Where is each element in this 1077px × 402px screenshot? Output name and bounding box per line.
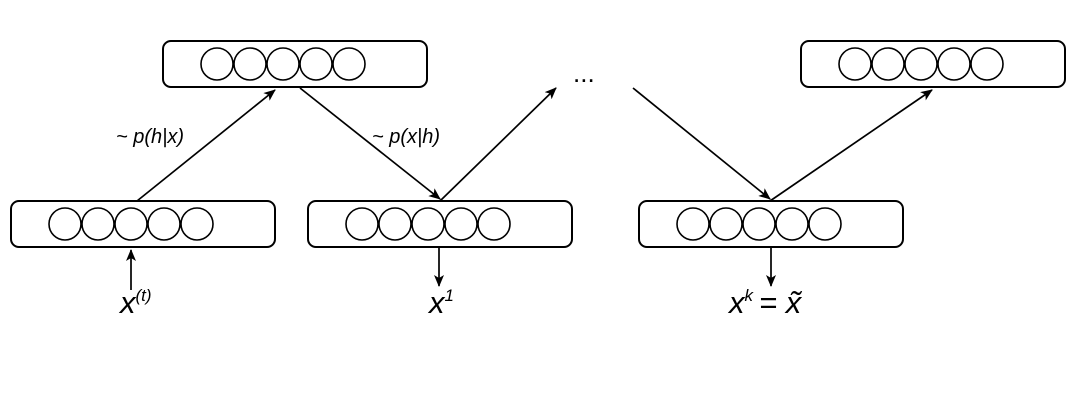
unit-circle bbox=[775, 207, 809, 241]
arrow-xk-to-hk bbox=[769, 89, 933, 202]
unit-circle bbox=[114, 207, 148, 241]
unit-circle bbox=[444, 207, 478, 241]
input-base: x bbox=[118, 285, 137, 320]
unit-circle bbox=[676, 207, 710, 241]
unit-circle bbox=[904, 47, 938, 81]
unit-circle bbox=[378, 207, 412, 241]
label-sample-h: ~ p(h|x) bbox=[116, 126, 184, 148]
unit-circle bbox=[709, 207, 743, 241]
unit-circle bbox=[299, 47, 333, 81]
unit-circle bbox=[345, 207, 379, 241]
unit-circle bbox=[48, 207, 82, 241]
label-xk: xk= x̃ bbox=[727, 285, 803, 320]
stepk-rhs: = x̃ bbox=[759, 285, 803, 320]
unit-circle bbox=[180, 207, 214, 241]
unit-circle bbox=[937, 47, 971, 81]
unit-circle bbox=[808, 207, 842, 241]
arrow-x1-to-next bbox=[439, 87, 557, 202]
unit-circle bbox=[742, 207, 776, 241]
label-x1: x1 bbox=[427, 285, 454, 320]
input-sup: (t) bbox=[136, 286, 152, 305]
layer-units bbox=[48, 47, 1004, 241]
arrow-h1-to-x1 bbox=[299, 87, 441, 200]
arrow-prev-to-xk bbox=[632, 87, 771, 200]
unit-circle bbox=[233, 47, 267, 81]
unit-circle bbox=[266, 47, 300, 81]
unit-circle bbox=[332, 47, 366, 81]
unit-circle bbox=[200, 47, 234, 81]
unit-circle bbox=[970, 47, 1004, 81]
label-input-xt: x(t) bbox=[118, 285, 152, 320]
stepk-sup: k bbox=[745, 286, 755, 305]
step1-base: x bbox=[427, 285, 446, 320]
unit-circle bbox=[838, 47, 872, 81]
unit-circle bbox=[81, 207, 115, 241]
unit-circle bbox=[477, 207, 511, 241]
step1-sup: 1 bbox=[445, 286, 454, 305]
ellipsis: ... bbox=[573, 58, 595, 88]
unit-circle bbox=[147, 207, 181, 241]
label-sample-x: ~ p(x|h) bbox=[372, 126, 440, 148]
unit-circle bbox=[411, 207, 445, 241]
unit-circle bbox=[871, 47, 905, 81]
arrow-xt-to-h1 bbox=[136, 89, 276, 202]
stepk-base: x bbox=[727, 285, 746, 320]
